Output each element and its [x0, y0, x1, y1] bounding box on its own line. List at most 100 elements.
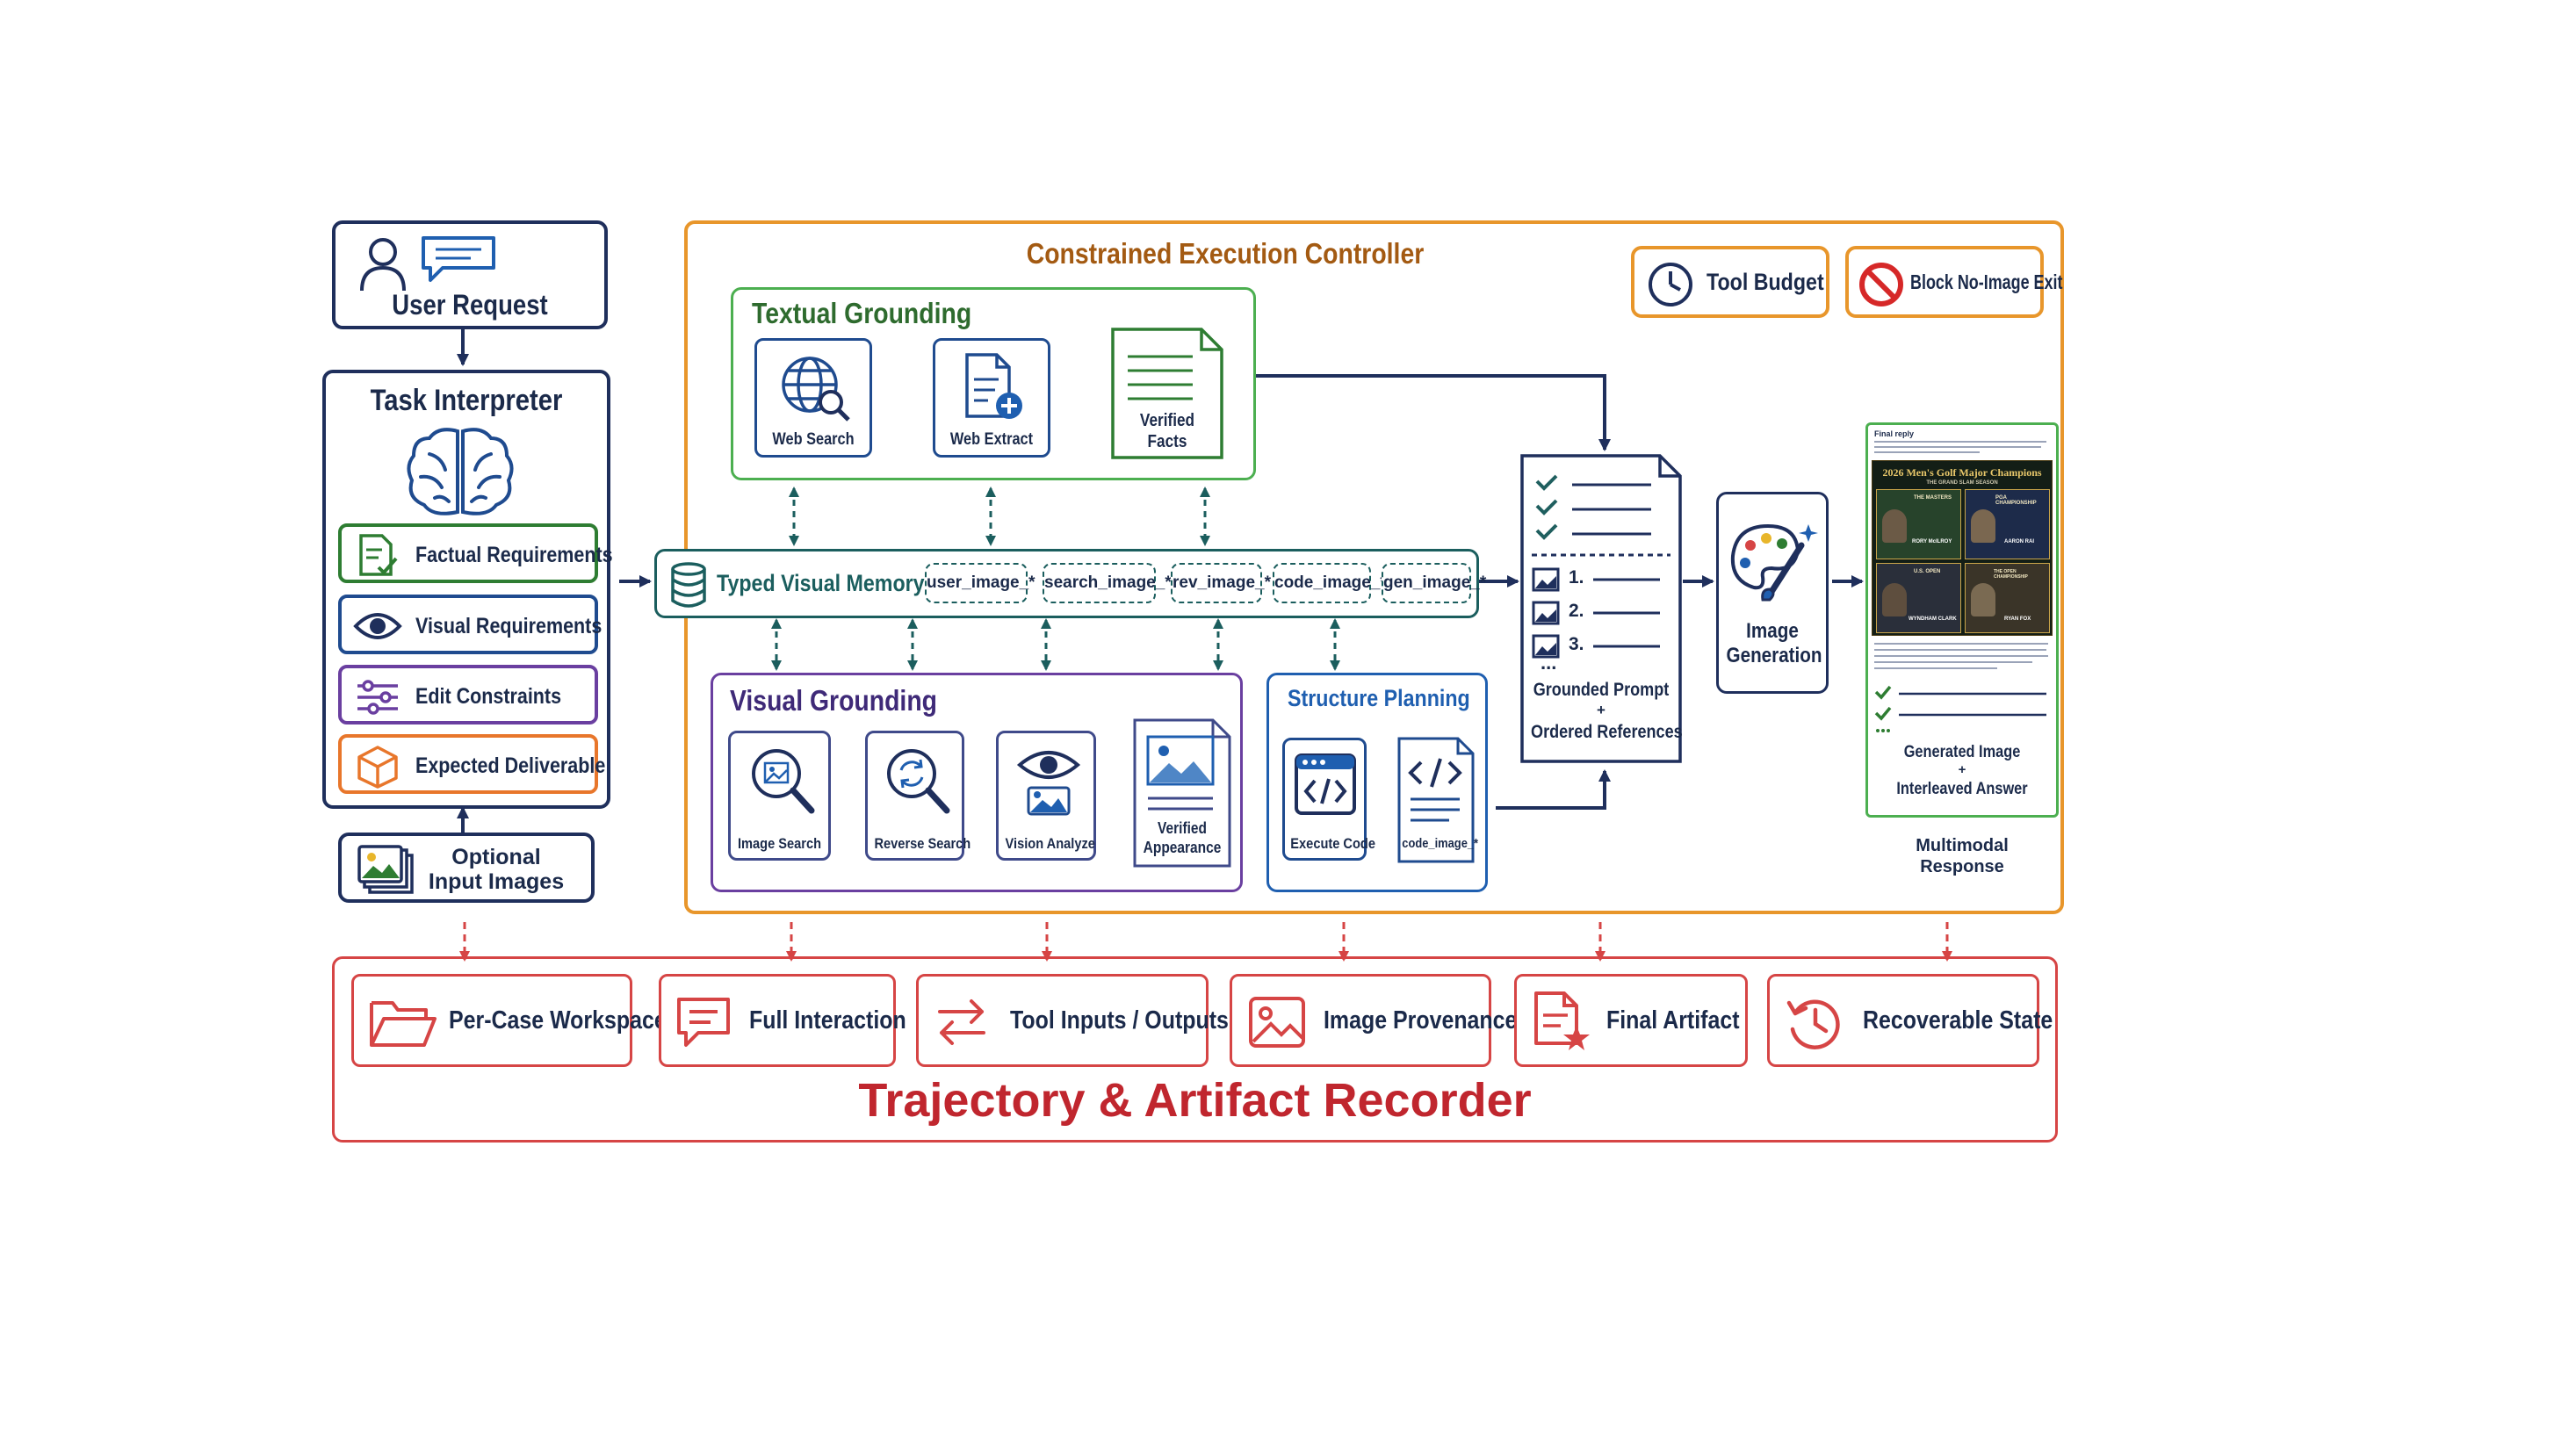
poster-title: 2026 Men's Golf Major Champions: [1882, 466, 2042, 479]
prompt-document-shape: [1520, 454, 1682, 763]
poster-panel-4: THE OPEN CHAMPIONSHIP RYAN FOX: [1965, 563, 2050, 633]
poster-player-4: RYAN FOX: [2004, 616, 2031, 622]
execute-code-label: Execute Code: [1290, 835, 1375, 852]
interleaved-answer-label: Interleaved Answer: [1896, 780, 2028, 798]
recorder-item-full-interaction: Full Interaction: [659, 974, 906, 1067]
grounded-prompt-label: Grounded Prompt: [1533, 680, 1670, 700]
expected-deliverable-item: Expected Deliverable: [338, 734, 605, 794]
palette-brush-icon: [1730, 523, 1818, 602]
reverse-search-label: Reverse Search: [874, 835, 971, 852]
prompt-item-3: 3.: [1569, 634, 1584, 654]
web-extract-label: Web Extract: [949, 430, 1034, 449]
user-icon: [360, 238, 406, 292]
recorder-item-final-artifact: Final Artifact: [1514, 974, 1748, 1067]
verified-facts-line1: Verified: [1139, 411, 1195, 430]
image-generation-box: Image Generation: [1716, 492, 1829, 694]
image-search-icon: [752, 749, 815, 814]
generated-poster-image: 2026 Men's Golf Major Champions THE GRAN…: [1872, 460, 2053, 636]
image-search-label: Image Search: [737, 835, 822, 852]
web-search-tool: Web Search: [754, 338, 872, 458]
poster-panel-1: THE MASTERS RORY McILROY: [1876, 489, 1961, 559]
reverse-search-icon: [887, 749, 950, 814]
ordered-references-label: Ordered References: [1531, 722, 1683, 742]
code-image-doc: code_image_*: [1396, 736, 1478, 864]
prompt-item-2: 2.: [1569, 601, 1584, 621]
sliders-icon: [357, 680, 398, 715]
reply-text-lines: [1874, 441, 2048, 455]
image-generation-line2: Generation: [1726, 644, 1822, 667]
block-no-image-exit-badge: Block No-Image Exit: [1845, 246, 2062, 318]
expected-deliverable-label: Expected Deliverable: [415, 753, 606, 778]
visual-grounding-title: Visual Grounding: [730, 684, 938, 717]
code-window-icon: [1295, 753, 1356, 815]
globe-search-icon: [782, 357, 850, 422]
message-icon: [677, 998, 730, 1047]
vision-analyze-label: Vision Analyze: [1005, 835, 1095, 852]
recorder-item-per-case-workspace: Per-Case Workspace: [351, 974, 667, 1067]
edit-constraints-label: Edit Constraints: [415, 684, 562, 709]
memory-chip-search-image: search_image_*: [1043, 563, 1172, 603]
web-extract-tool: Web Extract: [933, 338, 1050, 458]
recorder-item-image-provenance: Image Provenance: [1230, 974, 1517, 1067]
textual-grounding-title: Textual Grounding: [752, 297, 972, 329]
recorder-item-recoverable-state: Recoverable State: [1767, 974, 2053, 1067]
recoverable-state-label: Recoverable State: [1863, 1006, 2053, 1034]
image-icon: [1249, 997, 1305, 1048]
no-entry-icon: [1859, 263, 1903, 306]
clock-icon: [1649, 263, 1692, 306]
tool-budget-label: Tool Budget: [1707, 269, 1824, 295]
vision-analyze-icon: [1016, 751, 1081, 816]
optional-input-line2: Input Images: [428, 869, 565, 894]
execute-code-tool: Execute Code: [1282, 738, 1375, 861]
multimodal-caption-line2: Response: [1920, 857, 2004, 876]
eye-icon: [353, 613, 402, 639]
history-icon: [1786, 999, 1840, 1049]
poster-subtitle: THE GRAND SLAM SEASON: [1926, 480, 1998, 486]
document-add-icon: [965, 353, 1022, 419]
response-plus: +: [1958, 762, 1966, 777]
generated-image-label: Generated Image: [1903, 743, 2021, 761]
prompt-ellipsis: ...: [1541, 652, 1557, 674]
poster-panel-2: PGA CHAMPIONSHIP AARON RAI: [1965, 489, 2050, 559]
optional-input-images-box: Optional Input Images: [338, 833, 595, 903]
controller-title: Constrained Execution Controller: [1026, 237, 1425, 270]
typed-visual-memory-title: Typed Visual Memory: [717, 570, 925, 596]
box-icon: [357, 746, 398, 789]
visual-requirements-label: Visual Requirements: [415, 614, 603, 638]
reverse-search-tool: Reverse Search: [865, 731, 971, 861]
trajectory-artifact-recorder: [332, 956, 2058, 1143]
user-request-label: User Request: [392, 289, 548, 321]
poster-panel-3: U.S. OPEN WYNDHAM CLARK: [1876, 563, 1961, 633]
answer-text-lines: [1874, 643, 2050, 678]
poster-player-1: RORY McILROY: [1912, 539, 1952, 544]
image-stack-icon: [357, 845, 414, 894]
verified-document-icon: [1111, 328, 1223, 459]
document-star-icon: [1534, 991, 1590, 1050]
edit-constraints-item: Edit Constraints: [338, 665, 598, 724]
memory-chip-user-image: user_image_*: [925, 563, 1035, 603]
poster-player-3: WYNDHAM CLARK: [1909, 616, 1957, 622]
final-reply-label: Final reply: [1874, 429, 1915, 438]
checklist-document-icon: [359, 534, 398, 576]
poster-event-3: U.S. OPEN: [1914, 569, 1941, 574]
folder-icon: [370, 1001, 437, 1047]
multimodal-caption-line1: Multimodal: [1916, 836, 2009, 855]
factual-requirements-label: Factual Requirements: [415, 543, 613, 567]
verified-appearance-doc: Verified Appearance: [1132, 717, 1232, 869]
vision-analyze-tool: Vision Analyze: [996, 731, 1096, 861]
structure-planning-title: Structure Planning: [1288, 685, 1470, 711]
block-no-image-exit-label: Block No-Image Exit: [1910, 270, 2063, 293]
verified-appearance-line2: Appearance: [1143, 839, 1222, 856]
prompt-plus: +: [1597, 702, 1605, 718]
tool-io-label: Tool Inputs / Outputs: [1010, 1006, 1229, 1034]
memory-chip-rev-image: rev_image_*: [1171, 563, 1271, 603]
visual-requirements-item: Visual Requirements: [338, 595, 602, 654]
verified-appearance-icon: [1133, 718, 1231, 868]
chat-bubble-icon: [422, 236, 495, 282]
recorder-item-tool-io: Tool Inputs / Outputs: [916, 974, 1229, 1067]
tool-budget-badge: Tool Budget: [1631, 246, 1829, 318]
poster-event-2: PGA CHAMPIONSHIP: [1995, 495, 2037, 506]
task-interpreter-title: Task Interpreter: [370, 384, 563, 417]
image-search-tool: Image Search: [728, 731, 831, 861]
factual-requirements-item: Factual Requirements: [338, 523, 613, 583]
